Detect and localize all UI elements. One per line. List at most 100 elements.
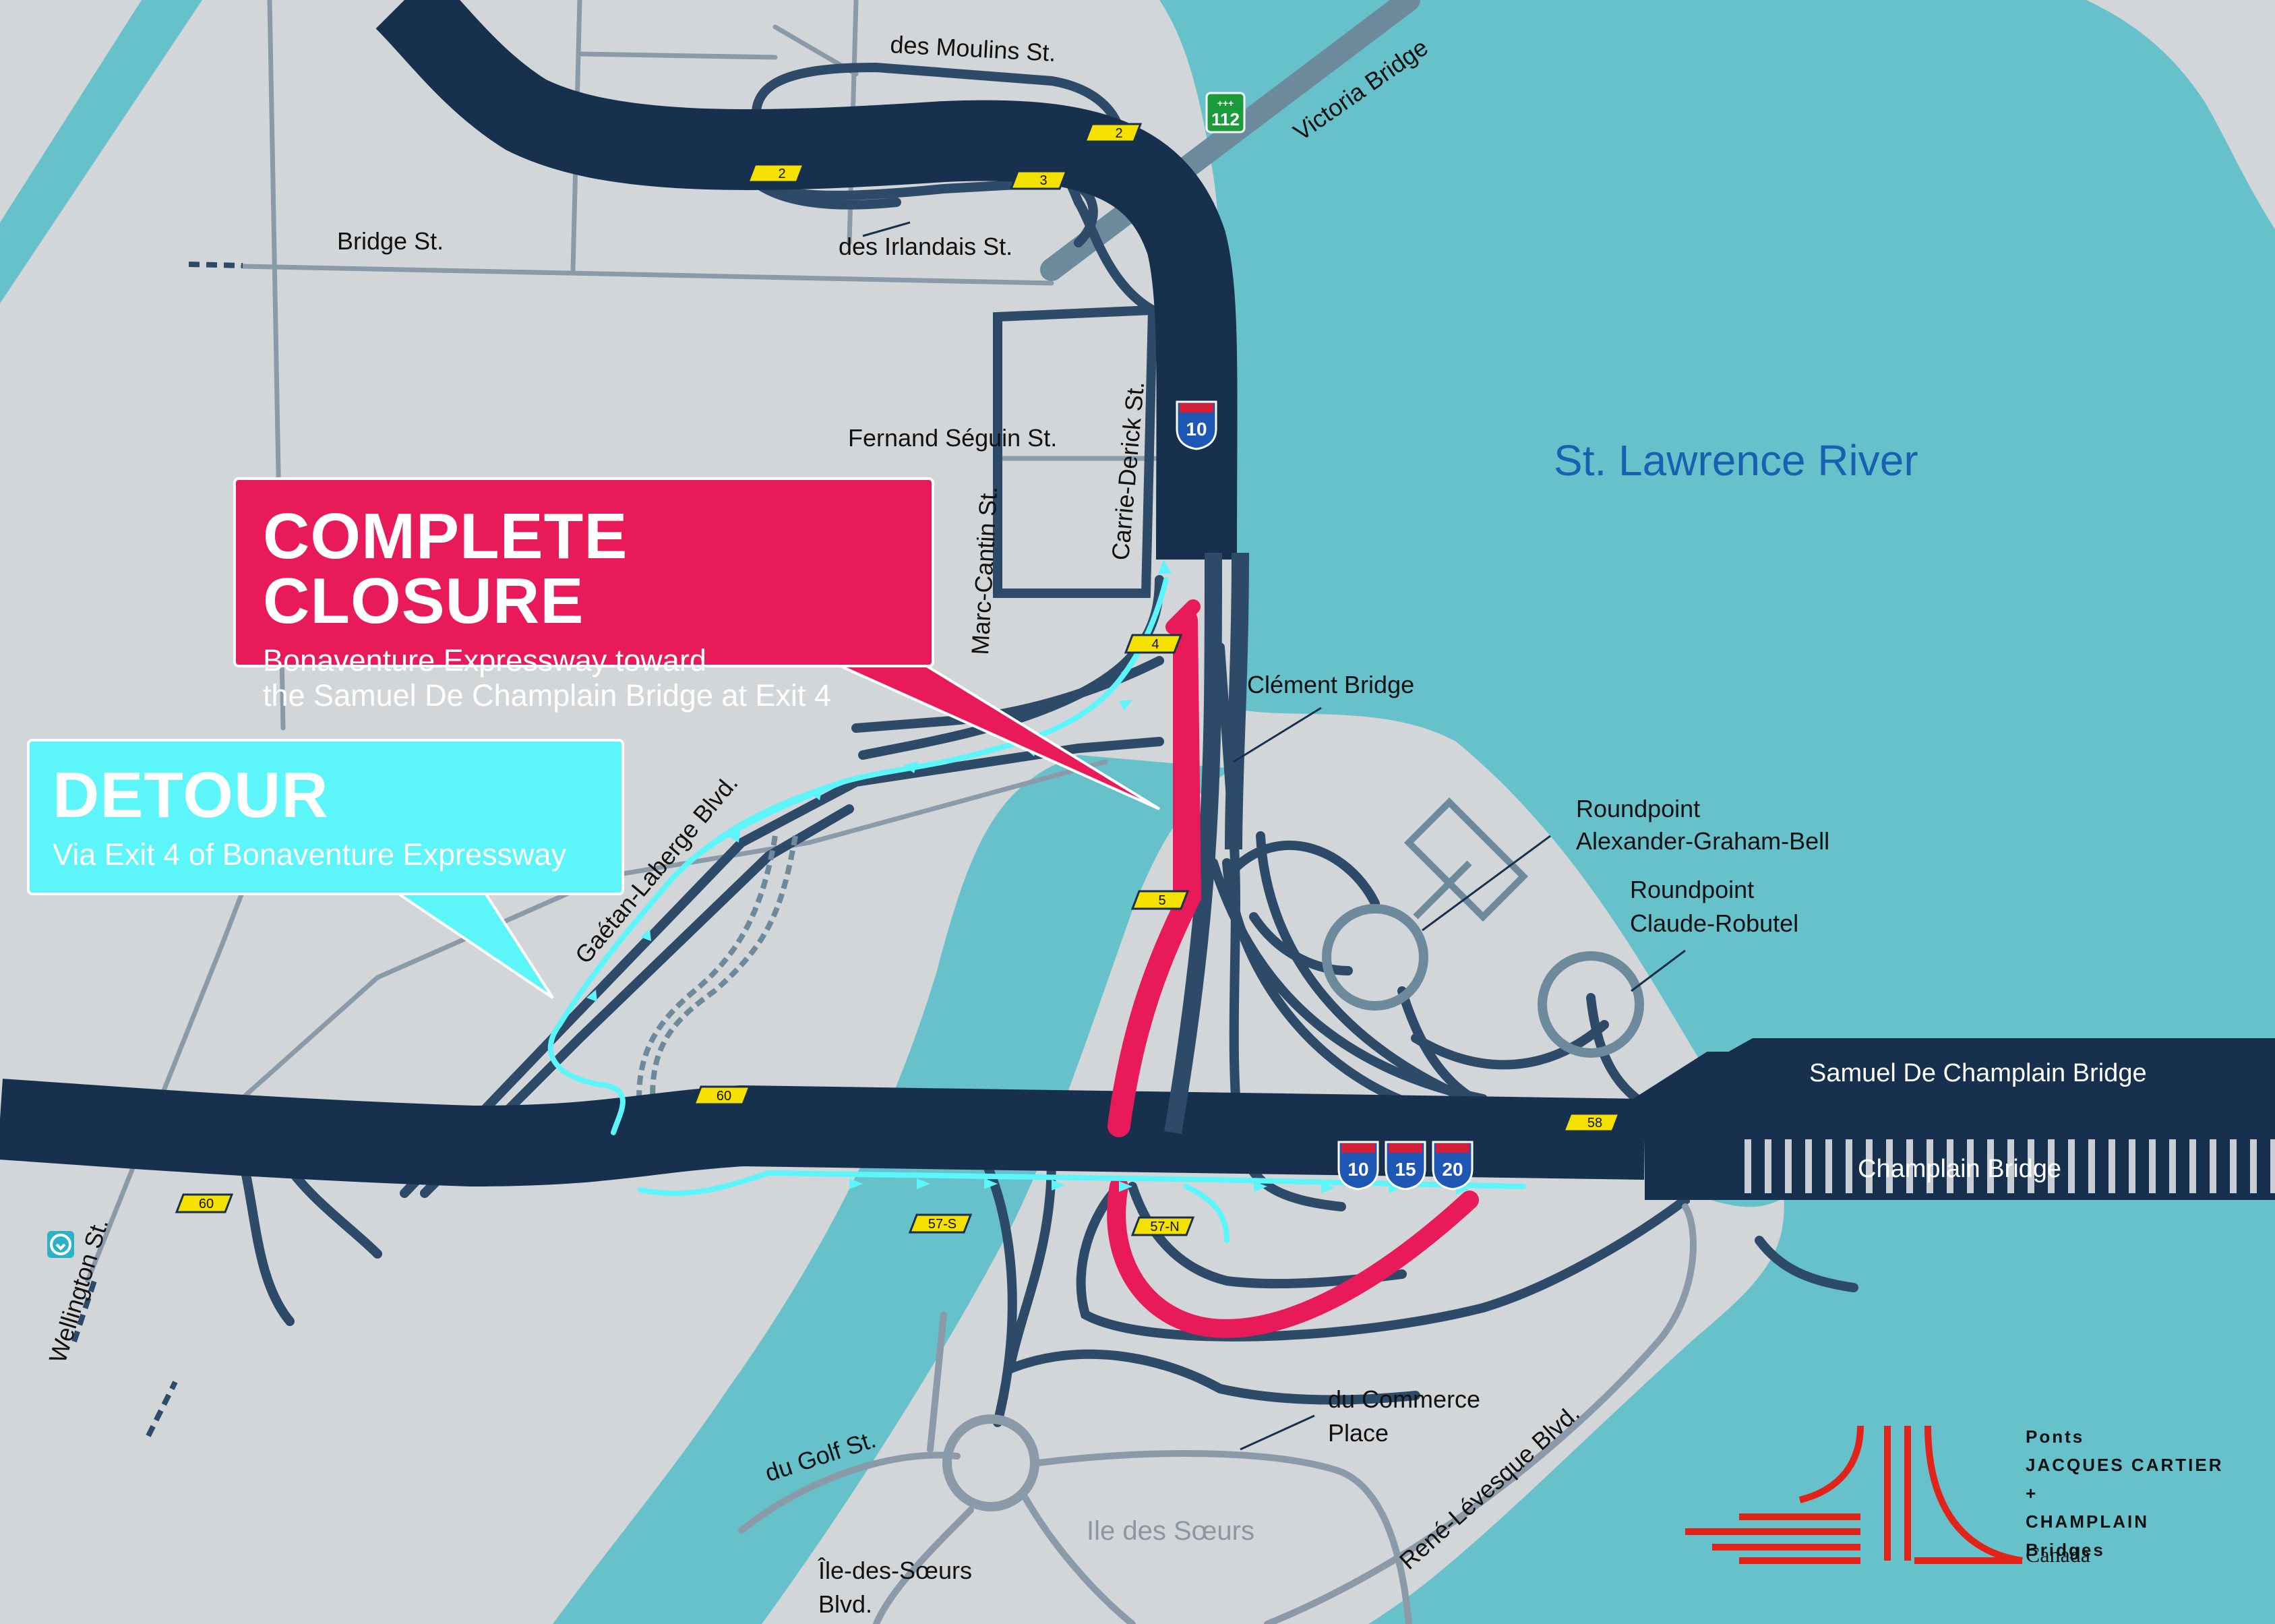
detour-arrow xyxy=(984,1178,998,1189)
label-des-moulins: des Moulins St. xyxy=(890,30,1057,67)
champlain-bridge-stripes-box xyxy=(1742,1139,2275,1193)
closure-path-loop xyxy=(1107,1177,1479,1338)
leader-lines xyxy=(862,221,1686,1451)
a20-shield: 20 xyxy=(1432,1141,1474,1191)
dash-wellington xyxy=(71,1280,97,1343)
svg-text:20: 20 xyxy=(1442,1159,1463,1180)
detour-arrow xyxy=(917,1178,930,1189)
roundpoint-cr xyxy=(1538,951,1644,1058)
a10-shield: 10 xyxy=(1337,1141,1379,1191)
exit-tab-60b: 60 xyxy=(175,1193,234,1213)
dash-bridge-st xyxy=(188,262,243,268)
street-ids-west-2 xyxy=(873,1507,974,1624)
railway-2 xyxy=(636,835,778,1120)
lachine-canal xyxy=(0,0,202,303)
leader-irlandais xyxy=(862,221,911,237)
label-ile-blvd-1: Île-des-Sœurs xyxy=(818,1557,972,1584)
detour-arrow xyxy=(728,831,740,843)
dash-sw xyxy=(146,1381,178,1437)
exit-tab-4: 4 xyxy=(1124,634,1183,654)
a15-shield: 15 xyxy=(1385,1141,1426,1191)
leader-clement xyxy=(1233,706,1322,763)
svg-text:+++: +++ xyxy=(1217,98,1234,109)
svg-text:60: 60 xyxy=(199,1197,214,1211)
label-commerce-1: du Commerce xyxy=(1328,1385,1480,1413)
exit-tab-2a: 2 xyxy=(746,163,806,183)
svg-text:4: 4 xyxy=(1151,637,1159,652)
closure-title: COMPLETE CLOSURE xyxy=(263,500,628,637)
street-du-golf xyxy=(738,1451,961,1534)
ramp-des-moulins-loop xyxy=(751,62,1124,146)
roundpoints xyxy=(942,797,1644,1511)
detour-callout: DETOUR Via Exit 4 of Bonaventure Express… xyxy=(27,739,624,895)
road-sw-ramp xyxy=(238,1155,295,1326)
detour-arrow xyxy=(1119,1181,1132,1192)
label-fernand-seguin: Fernand Séguin St. xyxy=(848,424,1057,452)
logo-mark xyxy=(1685,1425,2023,1564)
closure-cap xyxy=(1173,603,1200,897)
street-du-commerce xyxy=(1035,1450,1412,1624)
street-marc-cantin xyxy=(993,305,1158,598)
exit-tab-57n: 57-N xyxy=(1130,1216,1195,1236)
label-rp-agb-2: Alexander-Graham-Bell xyxy=(1576,827,1829,855)
detour-path-descent xyxy=(547,1022,626,1135)
roundpoint-agb xyxy=(1322,904,1428,1011)
label-marc-cantin: Marc-Cantin St. xyxy=(966,486,1002,656)
highway-bonaventure-north xyxy=(375,0,1238,560)
detour-arrow xyxy=(1254,1181,1267,1192)
svg-text:57-N: 57-N xyxy=(1150,1220,1179,1234)
canada-wordmark: Canada xyxy=(2026,1542,2090,1567)
closure-callout: COMPLETE CLOSURE Bonaventure Expressway … xyxy=(233,477,934,713)
ramp-clement-2 xyxy=(1209,858,1488,1104)
road-ids-loop xyxy=(1076,1168,1690,1342)
label-rp-cr-1: Roundpoint xyxy=(1630,876,1754,903)
street-gaetan-laberge xyxy=(400,737,1164,1198)
detour-route xyxy=(547,577,1526,1243)
label-ile-des-soeurs: Ile des Sœurs xyxy=(1087,1516,1254,1546)
svg-text:57-S: 57-S xyxy=(928,1217,957,1232)
exit-tab-3: 3 xyxy=(1009,170,1068,190)
detour-arrow xyxy=(903,761,918,773)
river-island-strip xyxy=(2086,0,2275,229)
roundpoint-agb-link xyxy=(1413,860,1472,920)
detour-arrow xyxy=(849,1178,863,1189)
svg-text:3: 3 xyxy=(1039,173,1047,188)
logo-text: Ponts JACQUES CARTIER + CHAMPLAIN Bridge… xyxy=(2026,1422,2224,1564)
svg-text:58: 58 xyxy=(1587,1116,1602,1131)
route-shields: 112 +++ 10 10 15 20 xyxy=(47,92,1474,1258)
link-clement-rp xyxy=(1229,841,1380,908)
link-rp-agb-rp-cr xyxy=(1411,1020,1609,1070)
dashed-ends xyxy=(71,262,243,1437)
detour-arrow xyxy=(1119,700,1132,711)
street-victoria-approach xyxy=(1040,0,1420,281)
street-grid-h1 xyxy=(577,51,778,60)
detour-arrow xyxy=(586,990,597,1002)
roundpoint-ids xyxy=(942,1414,1039,1511)
logo-line-2: JACQUES CARTIER + xyxy=(2026,1455,2224,1503)
detour-path-a20 xyxy=(638,1170,1526,1197)
street-ids-blvd xyxy=(1021,1493,1136,1624)
svg-text:5: 5 xyxy=(1158,893,1165,908)
exit-tab-57s: 57-S xyxy=(908,1213,973,1234)
leader-rp-cr xyxy=(1631,949,1686,992)
detour-arrow xyxy=(1389,1182,1402,1193)
svg-text:10: 10 xyxy=(1347,1159,1368,1180)
svg-text:15: 15 xyxy=(1395,1159,1416,1180)
label-samuel-bridge: Samuel De Champlain Bridge xyxy=(1809,1059,2147,1087)
label-clement-bridge: Clément Bridge xyxy=(1247,671,1414,698)
highway-clement-descent-2 xyxy=(1225,552,1249,850)
closure-ramp-4 xyxy=(1165,599,1201,634)
detour-path-exit4 xyxy=(557,577,1169,1027)
st-lawrence-river xyxy=(1159,0,2275,1624)
svg-text:2: 2 xyxy=(1115,126,1122,141)
detour-title: DETOUR xyxy=(53,759,329,831)
highway-a10-link xyxy=(1164,552,1249,1135)
detour-line-1: Via Exit 4 of Bonaventure Expressway xyxy=(53,837,567,872)
exit-tab-60a: 60 xyxy=(692,1085,752,1106)
closure-line-1: Bonaventure Expressway toward xyxy=(263,643,706,678)
svg-text:60: 60 xyxy=(717,1089,731,1104)
closure-route xyxy=(1107,599,1479,1338)
ramp-clement-5 xyxy=(1256,831,1488,1110)
